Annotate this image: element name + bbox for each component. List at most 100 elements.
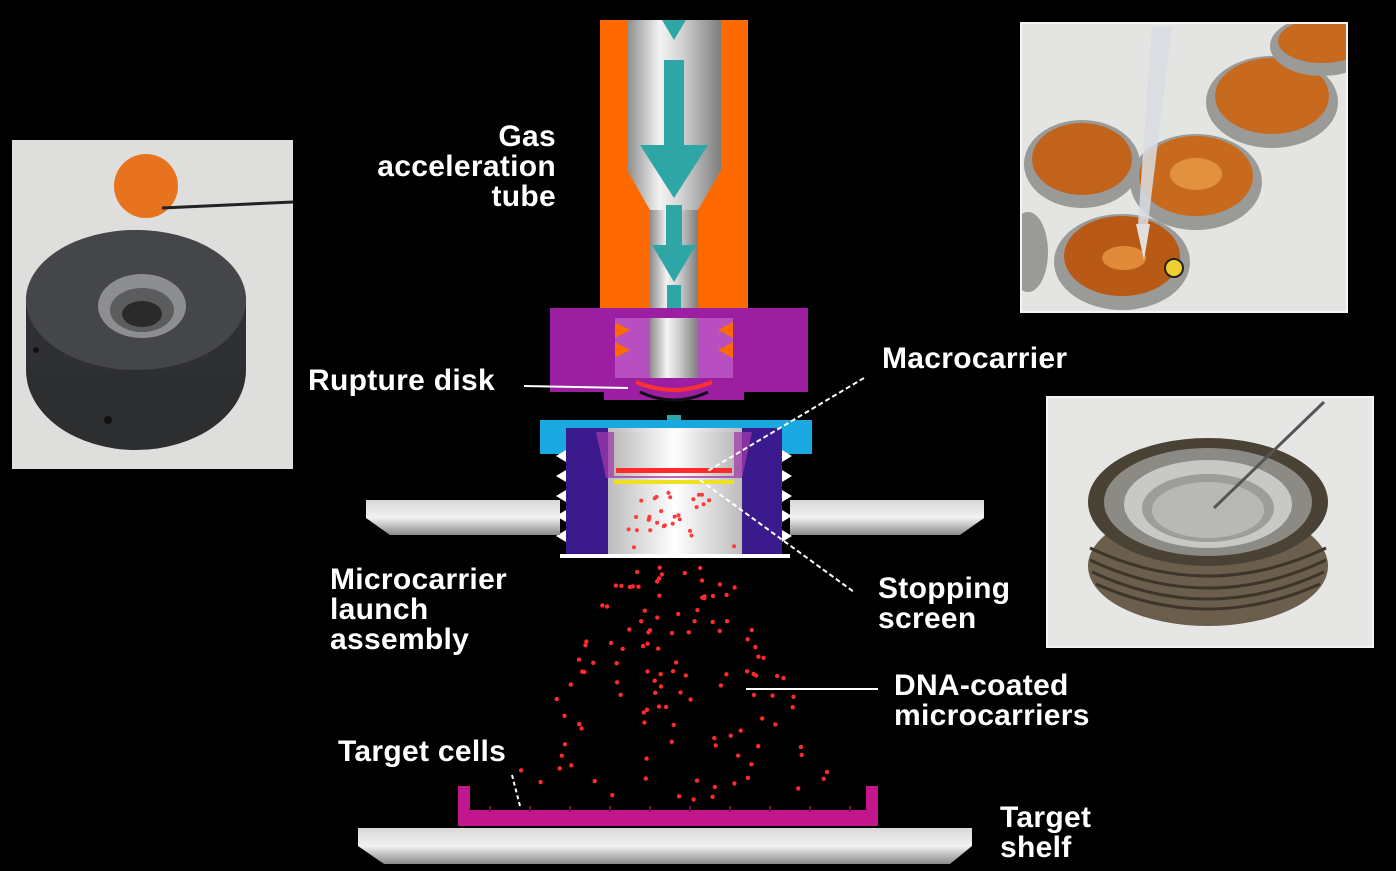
particle <box>728 733 733 738</box>
particle <box>724 592 729 598</box>
particle <box>671 722 676 728</box>
particle <box>712 735 717 741</box>
macrocarrier-loading-photo <box>1020 22 1348 313</box>
particle <box>634 528 639 533</box>
particle <box>641 710 646 715</box>
rupture-disk-label: Rupture disk <box>308 364 495 397</box>
particle <box>677 517 682 522</box>
particle <box>717 582 723 587</box>
stopping-screen-label: Stopping screen <box>878 572 1011 635</box>
particle <box>672 514 677 519</box>
particle <box>688 528 692 533</box>
particle <box>655 520 660 525</box>
target-dish <box>458 786 878 826</box>
particle <box>796 786 801 791</box>
particle <box>717 628 722 634</box>
particle <box>749 627 754 633</box>
particle <box>701 502 706 507</box>
particle <box>751 671 756 677</box>
particle <box>710 619 715 625</box>
particle <box>735 753 741 758</box>
particle <box>760 716 765 721</box>
particle <box>710 593 716 599</box>
target-shelf <box>358 828 972 864</box>
particle <box>642 608 647 613</box>
particle <box>639 498 644 503</box>
particle <box>669 630 675 636</box>
particle <box>724 619 730 624</box>
particle <box>751 692 757 698</box>
particle <box>559 753 564 758</box>
particle <box>658 684 664 689</box>
particle <box>713 743 718 748</box>
microcarrier-launch-assembly <box>556 428 792 558</box>
particle <box>583 643 588 648</box>
particle <box>699 578 705 583</box>
microcarrier-launch-assembly-label: Microcarrier launch assembly <box>330 563 508 656</box>
particle <box>569 763 574 768</box>
particle <box>696 492 701 497</box>
particle <box>670 669 676 674</box>
rupture-disk-housing <box>550 308 808 402</box>
particle <box>700 595 705 600</box>
particle <box>744 669 750 674</box>
target-shelf-label: Target shelf <box>1000 801 1092 864</box>
particle <box>562 713 567 718</box>
particle <box>656 704 662 709</box>
particle <box>635 569 640 575</box>
particle <box>645 641 650 646</box>
particle <box>673 660 679 665</box>
particle <box>710 794 715 799</box>
particle <box>591 660 596 665</box>
particle <box>608 640 614 646</box>
particle <box>669 739 674 744</box>
particle <box>634 515 639 519</box>
particle <box>639 619 644 624</box>
particle <box>676 794 682 799</box>
particle <box>620 646 625 651</box>
particle <box>636 584 641 589</box>
macrocarrier-label: Macrocarrier <box>882 342 1068 375</box>
particle <box>644 756 649 761</box>
particle <box>698 565 703 571</box>
dna-coated-microcarriers-label: DNA-coated microcarriers <box>894 669 1090 732</box>
particle <box>707 498 712 503</box>
particle <box>614 680 620 685</box>
particle <box>584 639 589 644</box>
particle <box>562 742 568 747</box>
particle <box>614 661 619 666</box>
particle <box>712 784 718 790</box>
leader-lines <box>511 377 878 807</box>
particle <box>646 630 651 635</box>
particle <box>775 673 780 679</box>
particle <box>592 778 597 784</box>
particle <box>749 762 754 767</box>
particle <box>689 533 694 538</box>
stopping-screen-mesh <box>614 480 734 484</box>
particle <box>678 690 683 695</box>
particle <box>732 544 736 549</box>
particle <box>773 722 778 727</box>
particle <box>824 769 830 775</box>
particle <box>770 693 775 698</box>
particle <box>618 692 623 697</box>
particle <box>666 490 671 495</box>
particle <box>582 669 587 675</box>
particle <box>627 627 632 632</box>
particle <box>683 673 688 678</box>
particle <box>657 593 662 598</box>
particle <box>652 496 657 501</box>
particle <box>694 778 700 783</box>
particle <box>658 672 663 677</box>
particle <box>647 516 652 521</box>
macrocarrier-film <box>616 468 732 473</box>
particle <box>790 705 795 710</box>
particle <box>781 675 786 681</box>
particle <box>568 682 573 687</box>
particle <box>659 572 665 577</box>
particle <box>655 615 660 620</box>
particle <box>613 583 618 588</box>
particle <box>557 766 562 771</box>
particle <box>686 630 691 635</box>
